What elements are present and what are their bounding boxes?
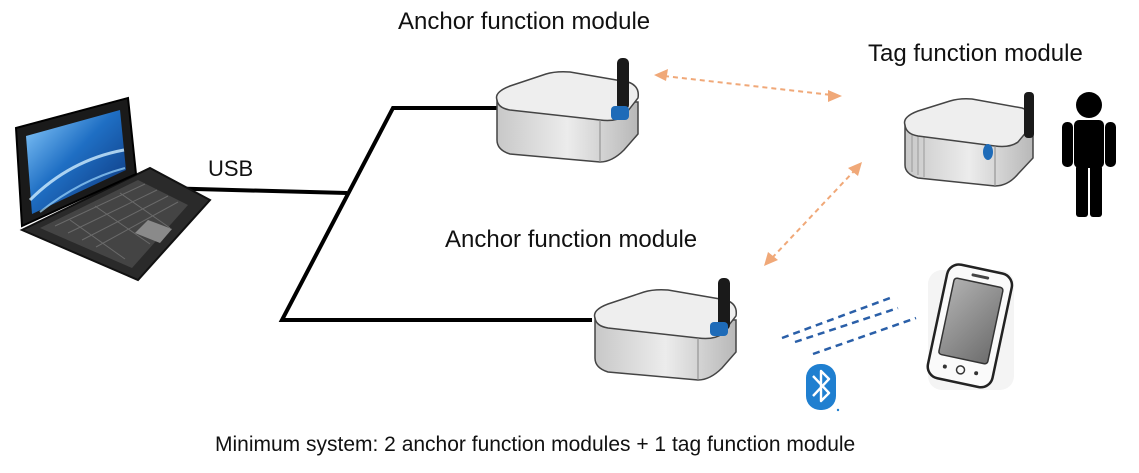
tag-module	[903, 92, 1034, 187]
antenna-icon	[1024, 92, 1034, 138]
led-icon	[983, 144, 993, 160]
person-icon	[1062, 92, 1116, 217]
caption: Minimum system: 2 anchor function module…	[215, 433, 855, 456]
anchor-module-top	[495, 58, 640, 163]
smartphone-icon	[926, 263, 1014, 390]
tag-label: Tag function module	[868, 40, 1083, 67]
antenna-icon	[617, 58, 629, 110]
usb-label: USB	[208, 156, 253, 181]
anchor-module-bottom	[593, 278, 738, 381]
bluetooth-icon	[806, 364, 840, 412]
bluetooth-signal	[781, 296, 917, 356]
uwb-link-top	[654, 69, 842, 102]
led-icon	[710, 322, 728, 336]
uwb-link-bottom	[764, 162, 862, 266]
laptop-icon	[14, 96, 212, 282]
led-icon	[611, 106, 629, 120]
anchor-top-label: Anchor function module	[398, 8, 650, 35]
antenna-icon	[718, 278, 730, 330]
anchor-bottom-label: Anchor function module	[445, 226, 697, 253]
